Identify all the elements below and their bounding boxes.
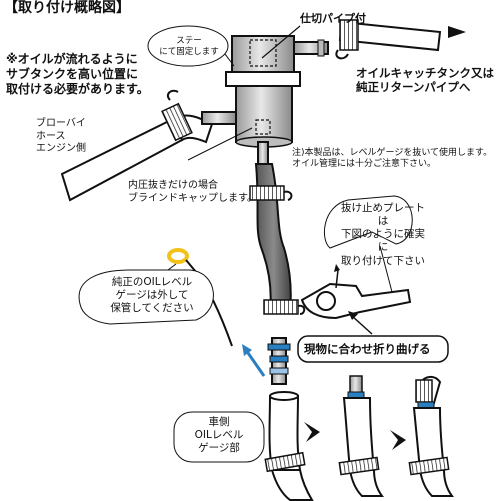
stop-plate-label: 抜け止めプレートは 下図のように確実に 取り付けて下さい xyxy=(341,202,425,267)
hose-clamp xyxy=(339,19,359,51)
catch-tank-label: オイルキャッチタンク又は 純正リターンパイプへ xyxy=(356,66,494,95)
gauge-pipe-step2 xyxy=(338,375,384,497)
blowby-hose xyxy=(60,89,214,202)
stop-plate-callout-bubble xyxy=(323,195,413,249)
gauge-callout-bubble xyxy=(78,269,214,325)
bend-label: 現物に合わせ折り曲げる xyxy=(304,342,431,356)
hose-clamp xyxy=(263,299,299,315)
gauge-fitting xyxy=(267,337,291,385)
tank-stay-band xyxy=(225,71,301,87)
bend-callout-box xyxy=(297,335,449,363)
gauge-pipe-step1 xyxy=(264,391,314,501)
stay-label: ステー にて固定します xyxy=(159,36,219,57)
vehicle-side-label: 車側 OILレベル ゲージ部 xyxy=(194,416,244,455)
page-title: 【取り付け概略図】 xyxy=(4,0,130,16)
partition-pipe-label: 仕切パイプ付 xyxy=(300,12,366,25)
sub-tank xyxy=(201,35,329,167)
usage-note: 注)本製品は、レベルゲージを抜いて使用します。 オイル管理には十分ご注意下さい。 xyxy=(292,148,493,170)
hose-clamp xyxy=(161,102,193,142)
blind-cap-label: 内圧抜きだけの場合 ブラインドキャップします。 xyxy=(128,180,257,204)
inlet-pipe xyxy=(201,111,237,125)
partition-leader-line xyxy=(261,25,301,59)
vehicle-side-callout-bubble xyxy=(173,411,265,463)
step-arrow-icon xyxy=(304,422,320,442)
hose-clamp xyxy=(249,185,285,201)
blind-cap-leader-line xyxy=(187,127,253,161)
gauge-storage-label: 純正のOILレベル ゲージは外して 保管してください xyxy=(110,276,194,315)
stop-plate xyxy=(300,264,412,320)
insert-arrow-icon xyxy=(244,349,266,377)
flow-arrow-icon xyxy=(448,26,466,38)
stay-callout-bubble xyxy=(147,25,229,67)
gauge-pipe-step3 xyxy=(408,376,454,497)
blowby-label: ブローバイ ホース エンジン側 xyxy=(36,118,86,154)
partition-pipe-hidden xyxy=(249,39,277,67)
warning-note: ※オイルが流れるように サブタンクを高い位置に 取付ける必要があります。 xyxy=(6,52,149,96)
catch-tank-hose xyxy=(335,19,466,60)
drain-hose xyxy=(249,163,306,315)
bottom-outlet-pipe xyxy=(257,141,269,167)
step-arrow-icon xyxy=(390,430,406,450)
